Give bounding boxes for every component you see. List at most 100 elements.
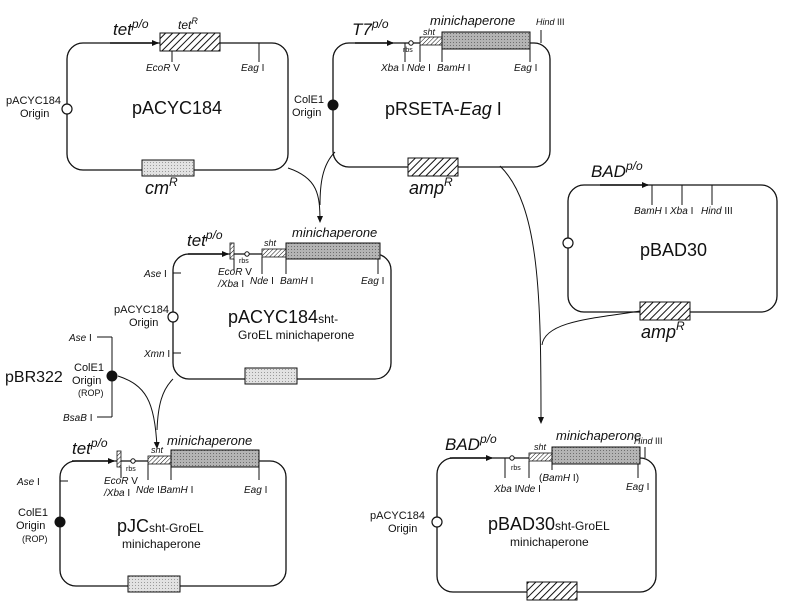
pjc-sht-tag [147, 455, 172, 465]
pacyc184sht-xmn-label: Xmn I [143, 349, 170, 360]
pacyc184sht-promoter-label: tetp/o [187, 228, 223, 250]
pbr322-origin-marker [106, 370, 118, 382]
prseta-rbs-label: rbs [403, 47, 413, 54]
pbad30-origin-marker [562, 237, 574, 249]
pbad30-ampr-gene [639, 301, 691, 321]
pjc-name-line1: pJCsht-GroEL [117, 516, 204, 536]
pbr322-origin-label-1: ColE1 [74, 362, 104, 374]
pjc-ecor-label: EcoR V [104, 476, 138, 487]
pbad30sht-name-line1: pBAD30sht-GroEL [488, 514, 610, 534]
pbad30sht-xba-label: Xba I [493, 484, 517, 495]
pacyc184sht-rbs-label: rbs [239, 258, 249, 265]
pbad30sht-sht-tag [528, 452, 553, 462]
prseta-origin-label-1: ColE1 [294, 94, 324, 106]
prseta-ampr-gene [407, 157, 459, 177]
pbad30-hind-label: Hind III [701, 206, 733, 217]
pjc-tet-fragment [116, 450, 122, 468]
arrow-prseta-to-pacyc184sht [319, 151, 336, 206]
plasmid-prseta-eag: T7p/o rbs sht minichaperone Hind III Xba… [292, 13, 565, 198]
pacyc184sht-sht-tag [261, 248, 287, 258]
pacyc184sht-minichaperone-label: minichaperone [292, 225, 377, 240]
prseta-ampr-label: ampR [409, 175, 453, 198]
prseta-nde-label: Nde I [407, 63, 431, 74]
pjc-origin-label-3: (ROP) [22, 534, 48, 544]
pacyc184-cmr-gene [141, 159, 195, 177]
pbad30sht-origin-label-2: Origin [388, 523, 417, 535]
pjc-minichaperone-label: minichaperone [167, 433, 252, 448]
prseta-origin-label-2: Origin [292, 107, 321, 119]
pjc-sht-label: sht [151, 445, 164, 455]
pbad30sht-sht-label: sht [534, 442, 547, 452]
pjc-rbs-label: rbs [126, 466, 136, 473]
pacyc184sht-origin-label-1: pACYC184 [114, 304, 169, 316]
pbad30sht-origin-marker [431, 516, 443, 528]
pacyc184sht-ecor-label: EcoR V [218, 267, 252, 278]
prseta-rbs-marker [408, 40, 414, 46]
arrow-pacyc184sht-to-pjc [156, 378, 174, 431]
prseta-name: pRSETA-Eag I [385, 99, 502, 119]
pjc-eag-label: Eag I [244, 485, 267, 496]
prseta-xba-label: Xba I [380, 63, 404, 74]
pacyc184-cmr-label: cmR [145, 175, 178, 198]
pjc-name-line2: minichaperone [122, 537, 201, 551]
pacyc184sht-rbs-marker [244, 251, 250, 257]
pbr322-origin-label-2: Origin [72, 375, 101, 387]
prseta-eag-label: Eag I [514, 63, 537, 74]
pjc-ase-label: Ase I [16, 477, 40, 488]
pbad30sht-bamh-label: (BamH I) [539, 473, 579, 484]
plasmid-pbad30-sht-groel: BADp/o rbs sht minichaperone Hind III (B… [370, 428, 663, 601]
plasmid-pbr322-fragment: Ase I BsaB I ColE1 Origin (ROP) pBR322 [5, 333, 118, 424]
pjc-minichaperone-gene [170, 449, 260, 468]
pbad30-promoter-label: BADp/o [591, 159, 643, 181]
pjc-origin-label-1: ColE1 [18, 507, 48, 519]
pbad30-ampr-label: ampR [641, 319, 685, 342]
construction-arrows [117, 151, 641, 449]
pacyc184-origin-marker [61, 103, 73, 115]
prseta-minichaperone-label: minichaperone [430, 13, 515, 28]
pacyc184-promoter-label: tetp/o [113, 17, 149, 39]
pjc-xba-label: /Xba I [103, 488, 130, 499]
arrow-prseta-to-pbad30sht [499, 165, 544, 424]
pbad30sht-hind-label: Hind III [634, 436, 663, 446]
prseta-promoter-label: T7p/o [352, 17, 389, 39]
pacyc184-eag-label: Eag I [241, 63, 264, 74]
pacyc184sht-xba-label: /Xba I [217, 279, 244, 290]
pacyc184-origin-label-1: pACYC184 [6, 95, 61, 107]
pacyc184sht-eag-label: Eag I [361, 276, 384, 287]
pbr322-bsab-label: BsaB I [63, 413, 92, 424]
arrow-pbr322-to-pjc [117, 375, 160, 449]
plasmid-pacyc184-sht-groel: tetp/o rbs sht minichaperone EcoR V /Xba… [114, 225, 392, 385]
pbad30sht-promoter-label: BADp/o [445, 432, 497, 454]
pacyc184-name: pACYC184 [132, 98, 222, 118]
pacyc184-ecorv-label: EcoR V [146, 63, 180, 74]
pbad30-bamh-label: BamH I [634, 206, 667, 217]
pbr322-origin-label-3: (ROP) [78, 388, 104, 398]
pbad30sht-minichaperone-gene [551, 446, 641, 465]
prseta-bamh-label: BamH I [437, 63, 470, 74]
pacyc184sht-bamh-label: BamH I [280, 276, 313, 287]
pacyc184sht-minichaperone-gene [285, 242, 381, 260]
pbad30sht-origin-label-1: pACYC184 [370, 510, 425, 522]
pacyc184sht-cmr-gene [244, 367, 298, 385]
pjc-nde-label: Nde I [136, 485, 160, 496]
prseta-hind-label: Hind III [536, 17, 565, 27]
pbad30sht-nde-label: Nde I [517, 484, 541, 495]
pacyc184sht-origin-label-2: Origin [129, 317, 158, 329]
plasmid-pacyc184: tetp/o tetR EcoR V Eag I pACYC184 Origin… [6, 16, 289, 198]
pacyc184sht-sht-label: sht [264, 238, 277, 248]
pbr322-ase-label: Ase I [68, 333, 92, 344]
plasmid-pbad30: BADp/o BamH I Xba I Hind III pBAD30 ampR [562, 159, 778, 342]
pacyc184sht-origin-marker [167, 311, 179, 323]
pacyc184sht-ase-label: Ase I [143, 269, 167, 280]
pacyc184-origin-label-2: Origin [20, 108, 49, 120]
pacyc184sht-nde-label: Nde I [250, 276, 274, 287]
prseta-sht-label: sht [423, 27, 436, 37]
pbad30sht-rbs-marker [509, 455, 515, 461]
pacyc184-tetr-label: tetR [178, 16, 198, 32]
pacyc184sht-name-line1: pACYC184sht- [228, 307, 338, 327]
pbad30sht-eag-label: Eag I [626, 482, 649, 493]
pacyc184sht-tet-fragment [229, 242, 235, 260]
pbad30-xba-label: Xba I [669, 206, 693, 217]
pbad30sht-minichaperone-label: minichaperone [556, 428, 641, 443]
pbad30sht-rbs-label: rbs [511, 465, 521, 472]
